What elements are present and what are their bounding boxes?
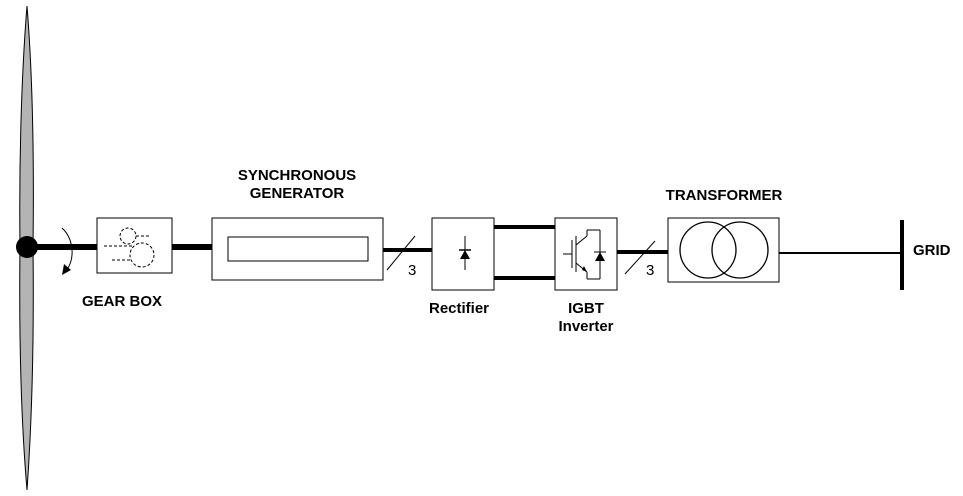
transformer-coils-icon (679, 221, 769, 279)
gear-box-label: GEAR BOX (82, 293, 162, 310)
rectifier-label: Rectifier (429, 300, 489, 317)
synchronous-generator (211, 217, 384, 281)
gear-pair-icon (104, 227, 155, 268)
ac-link-generator (383, 235, 432, 271)
gear-box (96, 217, 173, 274)
phase-mark-generator: 3 (408, 262, 416, 279)
transformer-label: TRANSFORMER (666, 187, 783, 204)
diode-icon (459, 236, 471, 270)
generator-label-line2: GENERATOR (250, 185, 345, 202)
grid-label: GRID (913, 242, 951, 259)
generator-label-line1: SYNCHRONOUS (238, 167, 356, 184)
rotation-arrow-icon (61, 227, 73, 275)
ac-link-inverter (617, 240, 668, 275)
rectifier (431, 217, 495, 291)
dc-link (494, 225, 555, 280)
inverter-label-line2: Inverter (558, 318, 613, 335)
rotor-hub-icon (16, 236, 38, 258)
transformer (667, 217, 780, 283)
inverter-label-line1: IGBT (568, 300, 604, 317)
igbt-inverter (554, 217, 618, 291)
phase-mark-inverter: 3 (646, 262, 654, 279)
